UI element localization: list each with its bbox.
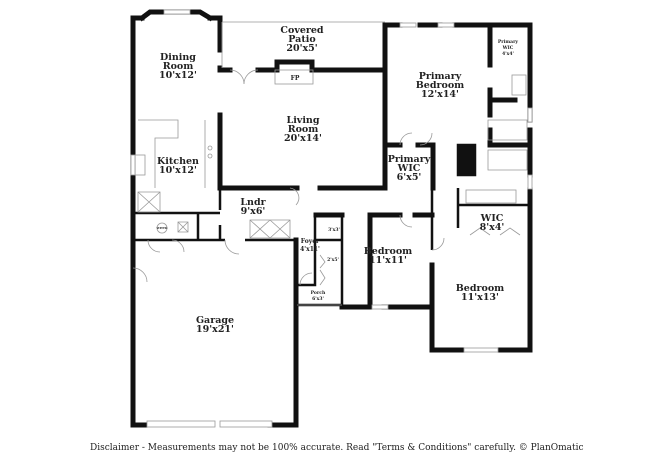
kitchen-size: 10'x12' — [159, 165, 197, 176]
primary-bedroom-label-2: Bedroom — [416, 80, 464, 91]
bedroom-2-size: 11'x13' — [461, 292, 499, 303]
garage-label: Garage — [196, 315, 234, 326]
porch-label: Porch — [311, 290, 326, 296]
kitchen-label: Kitchen — [157, 156, 199, 167]
porch-size: 6'x3' — [312, 296, 324, 302]
foyer-label: Foyer — [301, 238, 320, 245]
dining-room-label: Dining — [160, 52, 196, 63]
dining-room-label-2: Room — [163, 61, 194, 72]
bedroom-1-label: Bedroom — [364, 246, 412, 257]
water-heater-label: WHTR — [156, 226, 168, 230]
primary-wic-size: 6'x5' — [397, 172, 422, 183]
patio-label: Covered — [280, 25, 324, 36]
foyer-size: 4'x11' — [300, 246, 320, 253]
primary-wic-small-size: 4'x4' — [502, 51, 514, 57]
windows — [130, 9, 533, 428]
laundry-label: Lndr — [240, 197, 266, 208]
laundry-size: 9'x6' — [241, 206, 266, 217]
disclaimer-text: Disclaimer - Measurements may not be 100… — [90, 443, 584, 453]
living-room-size: 20'x14' — [284, 133, 322, 144]
primary-wic-label-2: WIC — [397, 163, 421, 174]
primary-wic-small-label: Primary — [498, 39, 519, 45]
primary-bedroom-size: 12'x14' — [421, 89, 459, 100]
primary-bedroom-label: Primary — [419, 71, 462, 82]
primary-wic-small-label-2: WIC — [502, 45, 514, 51]
garage-size: 19'x21' — [196, 324, 234, 335]
fixtures — [132, 21, 528, 306]
wic-label: WIC — [480, 213, 504, 224]
wic-size: 8'x4' — [480, 222, 505, 233]
living-room-label: Living — [287, 115, 320, 126]
living-room-label-2: Room — [288, 124, 319, 135]
patio-label-2: Patio — [288, 34, 315, 45]
bedroom-2-label: Bedroom — [456, 283, 504, 294]
closet-2x5-size: 2'x5' — [327, 257, 339, 263]
primary-wic-label: Primary — [388, 154, 431, 165]
closet-3x3-size: 3'x3' — [328, 227, 340, 233]
walls — [130, 9, 533, 428]
bedroom-1-size: 11'x11' — [369, 255, 407, 266]
patio-size: 20'x5' — [286, 43, 317, 54]
fireplace-label: FP — [291, 75, 300, 82]
room-labels: Dining Room 10'x12' Covered Patio 20'x5'… — [156, 25, 519, 335]
dining-room-size: 10'x12' — [159, 70, 197, 81]
